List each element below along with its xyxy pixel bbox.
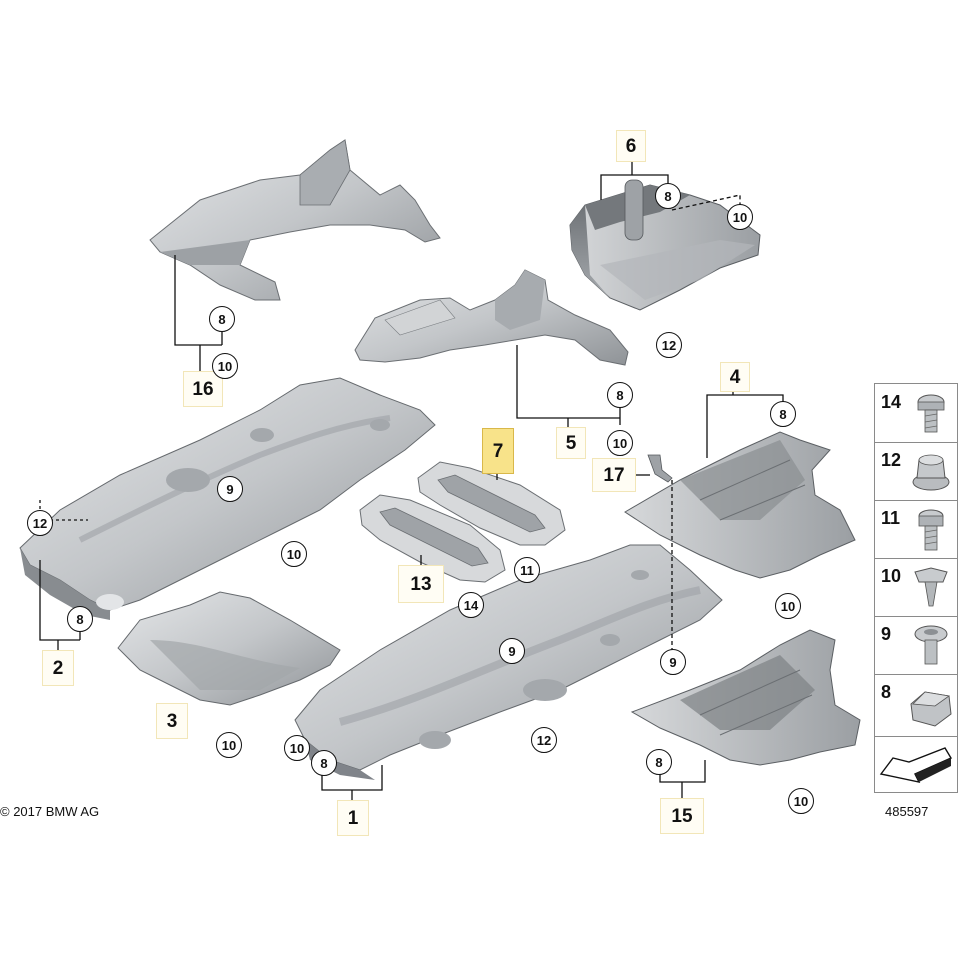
ref-circle-10[interactable]: 10 bbox=[281, 541, 307, 567]
legend-item-11[interactable]: 11 bbox=[875, 500, 957, 559]
ref-circle-9[interactable]: 9 bbox=[217, 476, 243, 502]
ref-circle-8[interactable]: 8 bbox=[67, 606, 93, 632]
torx-bolt-icon bbox=[917, 394, 945, 433]
ref-circle-8[interactable]: 8 bbox=[311, 750, 337, 776]
callout-4[interactable]: 4 bbox=[720, 362, 750, 392]
callout-1[interactable]: 1 bbox=[337, 800, 369, 836]
part-13-plate bbox=[359, 494, 506, 583]
part-3-front-shield bbox=[117, 591, 341, 706]
callout-17[interactable]: 17 bbox=[592, 458, 636, 492]
torx-screw-icon bbox=[918, 509, 944, 551]
legend-label: 8 bbox=[881, 682, 892, 702]
part-7-plate bbox=[417, 461, 566, 546]
legend-label: 11 bbox=[881, 508, 901, 528]
ref-circle-10[interactable]: 10 bbox=[284, 735, 310, 761]
legend-label: 9 bbox=[881, 624, 892, 644]
clip-nut-icon bbox=[910, 691, 952, 727]
callout-7-selected[interactable]: 7 bbox=[482, 428, 514, 474]
direction-arrow-icon bbox=[879, 747, 953, 783]
ref-circle-10[interactable]: 10 bbox=[212, 353, 238, 379]
ref-circle-8[interactable]: 8 bbox=[607, 382, 633, 408]
legend-item-14[interactable]: 14 bbox=[875, 384, 957, 443]
diagram-number: 485597 bbox=[885, 804, 929, 819]
ref-circle-8[interactable]: 8 bbox=[770, 401, 796, 427]
legend-direction bbox=[875, 736, 957, 792]
legend-item-8[interactable]: 8 bbox=[875, 674, 957, 737]
hex-nut-icon bbox=[912, 454, 950, 491]
fastener-legend: 14 12 11 10 bbox=[874, 383, 958, 793]
callout-2[interactable]: 2 bbox=[42, 650, 74, 686]
ref-circle-12[interactable]: 12 bbox=[27, 510, 53, 536]
expanding-rivet-icon bbox=[914, 567, 948, 607]
ref-circle-10[interactable]: 10 bbox=[727, 204, 753, 230]
part-17-clip bbox=[647, 454, 673, 483]
part-15-right-shield bbox=[630, 629, 861, 766]
part-4-right-shield bbox=[624, 431, 856, 579]
legend-item-12[interactable]: 12 bbox=[875, 442, 957, 501]
copyright-text: © 2017 BMW AG bbox=[0, 804, 100, 819]
legend-item-9[interactable]: 9 bbox=[875, 616, 957, 675]
legend-item-10[interactable]: 10 bbox=[875, 558, 957, 617]
legend-label: 10 bbox=[881, 566, 902, 586]
ref-circle-14[interactable]: 14 bbox=[458, 592, 484, 618]
part-16-bracket bbox=[149, 139, 441, 301]
ref-circle-8[interactable]: 8 bbox=[655, 183, 681, 209]
ref-circle-9[interactable]: 9 bbox=[660, 649, 686, 675]
ref-circle-10[interactable]: 10 bbox=[788, 788, 814, 814]
ref-circle-12[interactable]: 12 bbox=[656, 332, 682, 358]
ref-circle-10[interactable]: 10 bbox=[607, 430, 633, 456]
ref-circle-8[interactable]: 8 bbox=[209, 306, 235, 332]
callout-3[interactable]: 3 bbox=[156, 703, 188, 739]
callout-13[interactable]: 13 bbox=[398, 565, 444, 603]
legend-label: 12 bbox=[881, 450, 902, 470]
flange-screw-icon bbox=[914, 625, 948, 665]
callout-15[interactable]: 15 bbox=[660, 798, 704, 834]
ref-circle-8[interactable]: 8 bbox=[646, 749, 672, 775]
ref-circle-12[interactable]: 12 bbox=[531, 727, 557, 753]
callout-6[interactable]: 6 bbox=[616, 130, 646, 162]
legend-label: 14 bbox=[881, 392, 902, 412]
callout-5[interactable]: 5 bbox=[556, 427, 586, 459]
ref-circle-11[interactable]: 11 bbox=[514, 557, 540, 583]
ref-circle-10[interactable]: 10 bbox=[216, 732, 242, 758]
ref-circle-10[interactable]: 10 bbox=[775, 593, 801, 619]
part-5-bracket bbox=[354, 269, 629, 366]
callout-16[interactable]: 16 bbox=[183, 371, 223, 407]
ref-circle-9[interactable]: 9 bbox=[499, 638, 525, 664]
